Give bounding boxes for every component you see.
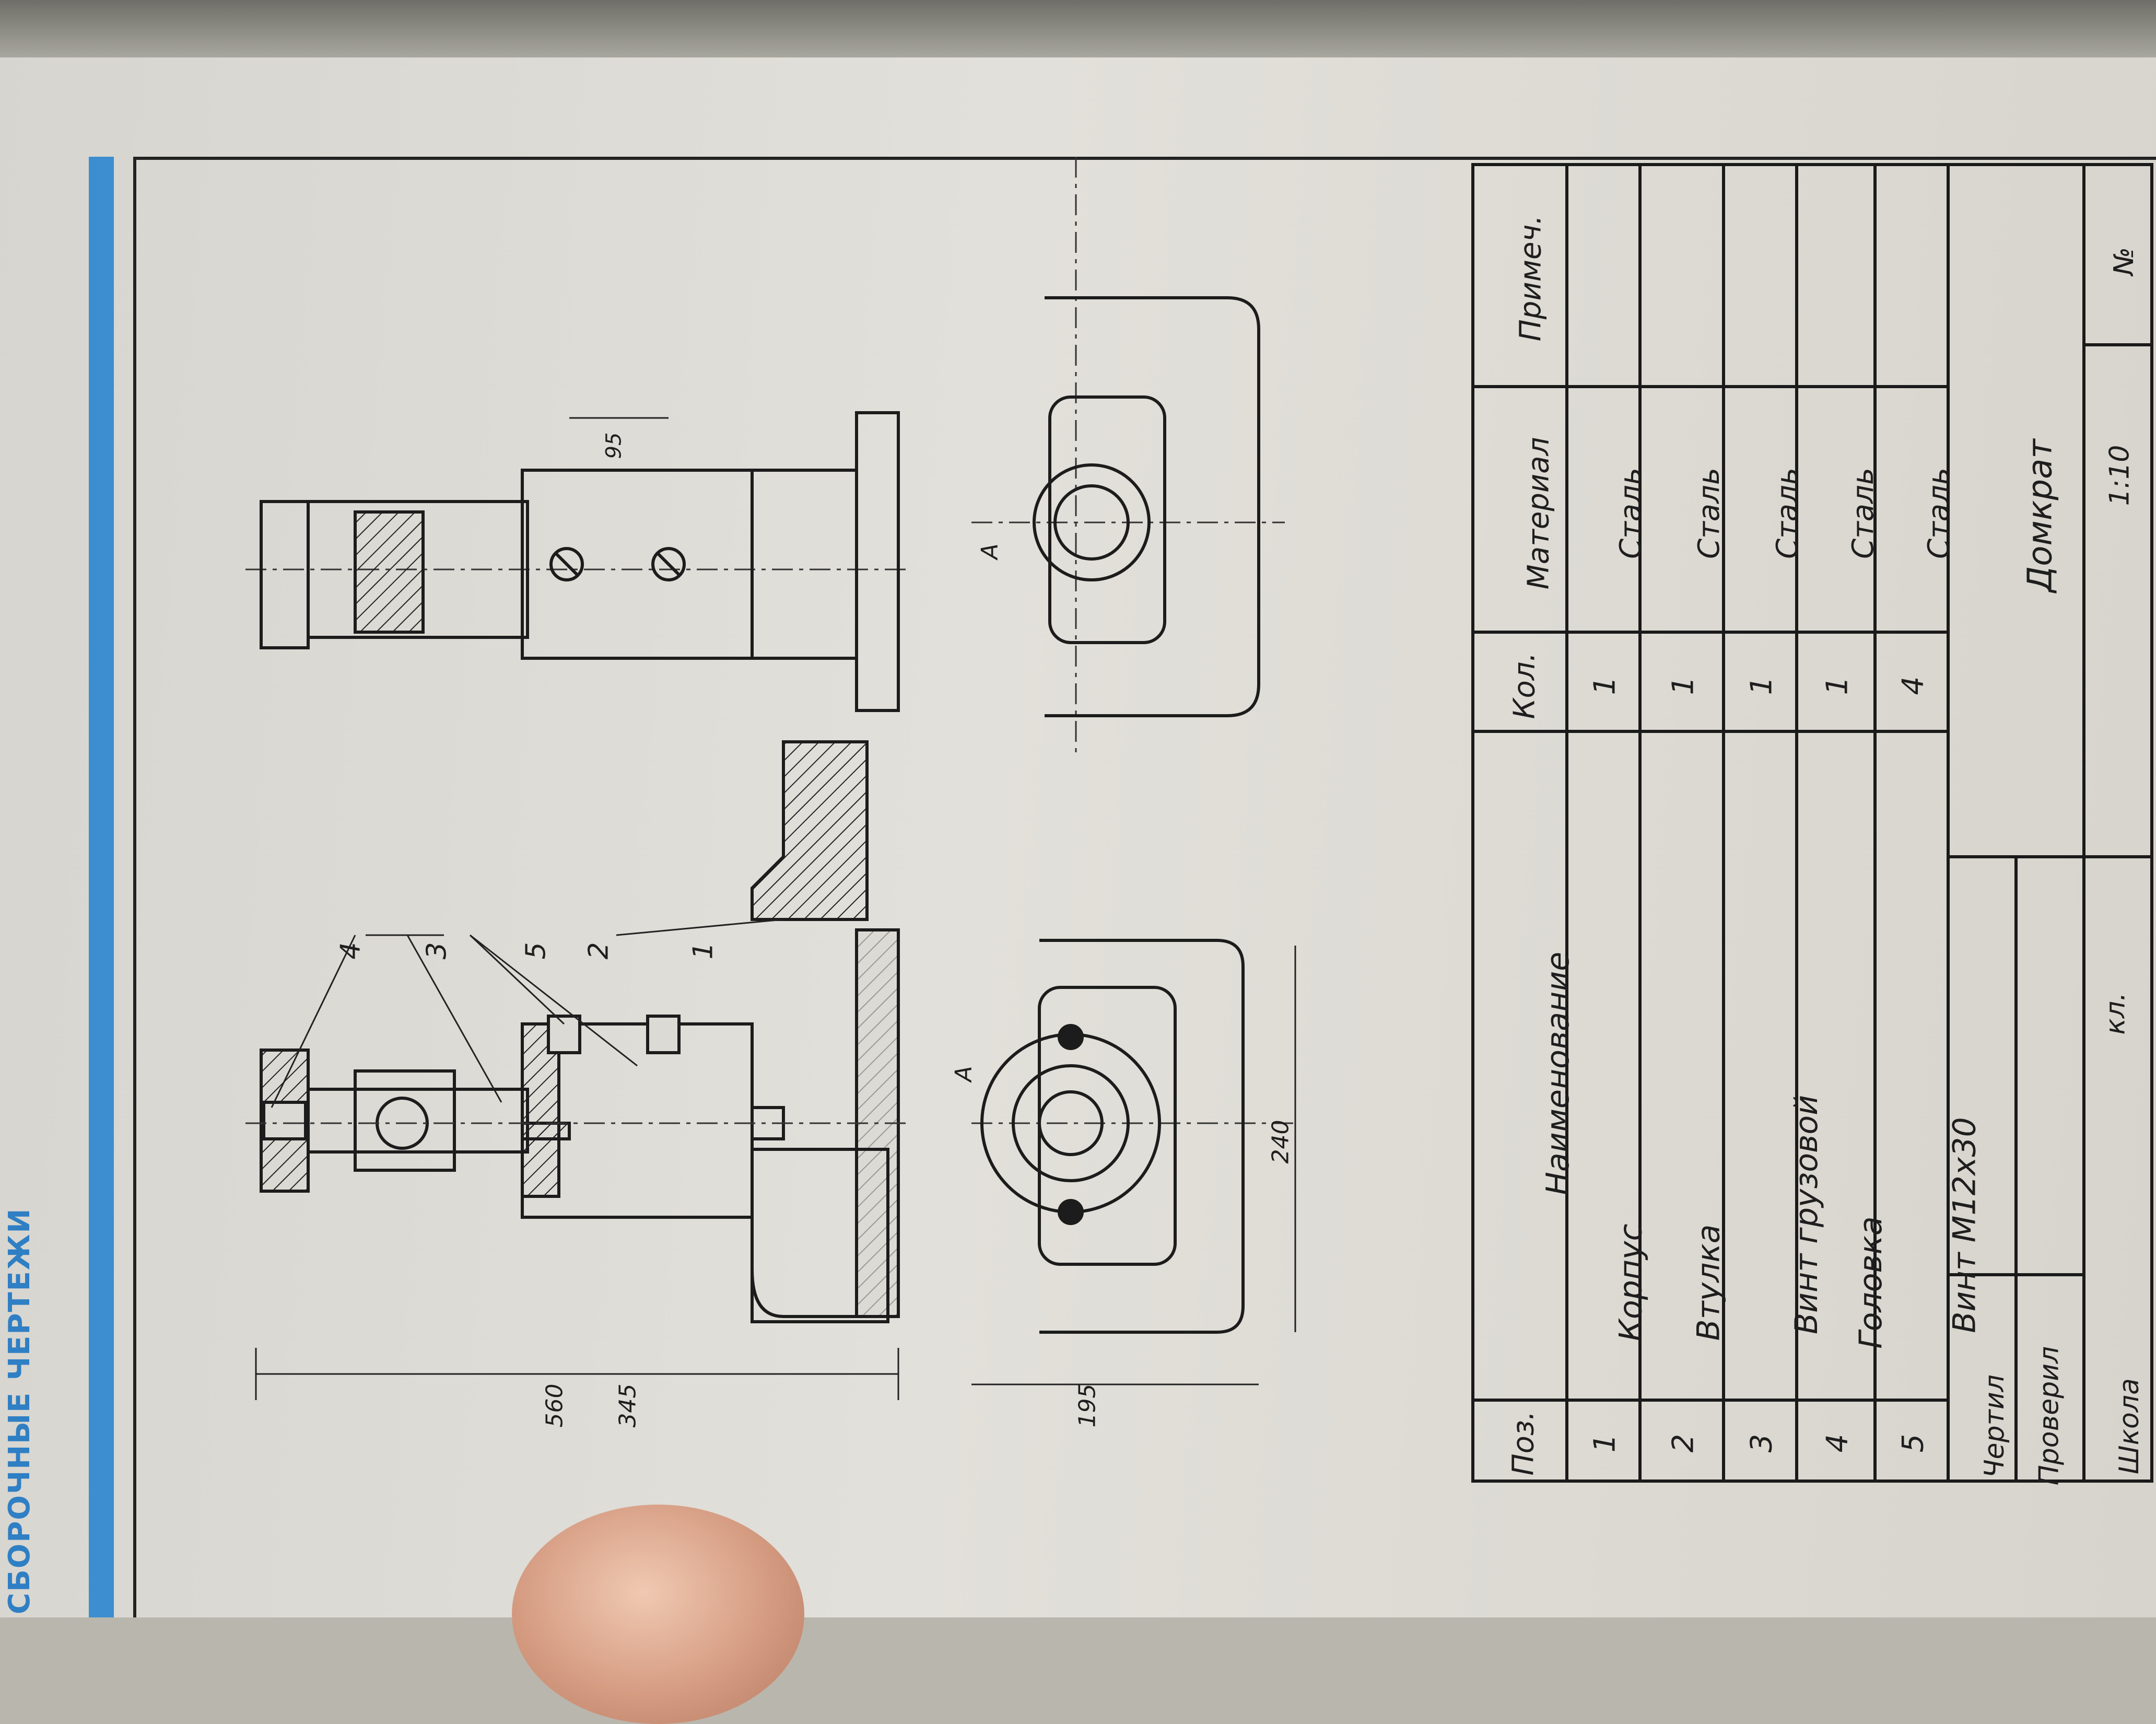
row-2-qty: 1 xyxy=(1666,676,1701,695)
header-qty: Кол. xyxy=(1507,652,1542,719)
title-block-school: Школа xyxy=(2113,1378,2145,1474)
header-name: Наименование xyxy=(1540,951,1577,1196)
side-view xyxy=(260,296,1260,717)
header-pos: Поз. xyxy=(1506,1411,1541,1476)
spec-table-lines xyxy=(1471,163,2153,1483)
row-3-material: Сталь xyxy=(1770,468,1805,559)
chapter-color-bar xyxy=(89,157,114,1617)
row-4-qty: 1 xyxy=(1820,676,1855,695)
row-1-qty: 1 xyxy=(1588,676,1622,695)
title-block-title: Домкрат xyxy=(2021,439,2060,592)
drawing-frame xyxy=(133,157,2156,1617)
row-1-name: Корпус xyxy=(1612,1224,1649,1342)
row-3-name: Винт грузовой xyxy=(1788,1094,1825,1335)
row-5-qty: 4 xyxy=(1896,676,1930,695)
title-block-number: № xyxy=(2108,247,2140,276)
row-3-qty: 1 xyxy=(1744,676,1779,695)
row-4-name: Головка xyxy=(1852,1216,1889,1349)
header-note: Примеч. xyxy=(1514,215,1548,342)
title-block-drew: Чертил xyxy=(1978,1374,2010,1478)
title-block-class: кл. xyxy=(2100,992,2131,1035)
plan-view xyxy=(980,939,1245,1334)
header-material: Материал xyxy=(1521,437,1556,590)
title-block-checked: Проверил xyxy=(2033,1346,2065,1486)
finger-thumb xyxy=(512,1505,804,1724)
row-1-pos: 1 xyxy=(1588,1434,1622,1453)
row-5-pos: 5 xyxy=(1896,1434,1930,1453)
row-5-material: Сталь xyxy=(1921,468,1956,559)
dimension-lines xyxy=(255,417,1296,1400)
row-3-pos: 3 xyxy=(1744,1434,1779,1453)
row-5-name: Винт М12х30 xyxy=(1946,1117,1983,1333)
title-block-scale: 1:10 xyxy=(2104,445,2136,506)
assembly-drawing xyxy=(245,157,1296,1400)
row-2-material: Сталь xyxy=(1692,468,1726,559)
book-spine xyxy=(0,0,2156,57)
row-2-name: Втулка xyxy=(1690,1224,1727,1341)
row-4-material: Сталь xyxy=(1846,468,1880,559)
row-4-pos: 4 xyxy=(1820,1434,1855,1453)
row-1-material: Сталь xyxy=(1613,468,1648,559)
row-2-pos: 2 xyxy=(1666,1434,1701,1453)
